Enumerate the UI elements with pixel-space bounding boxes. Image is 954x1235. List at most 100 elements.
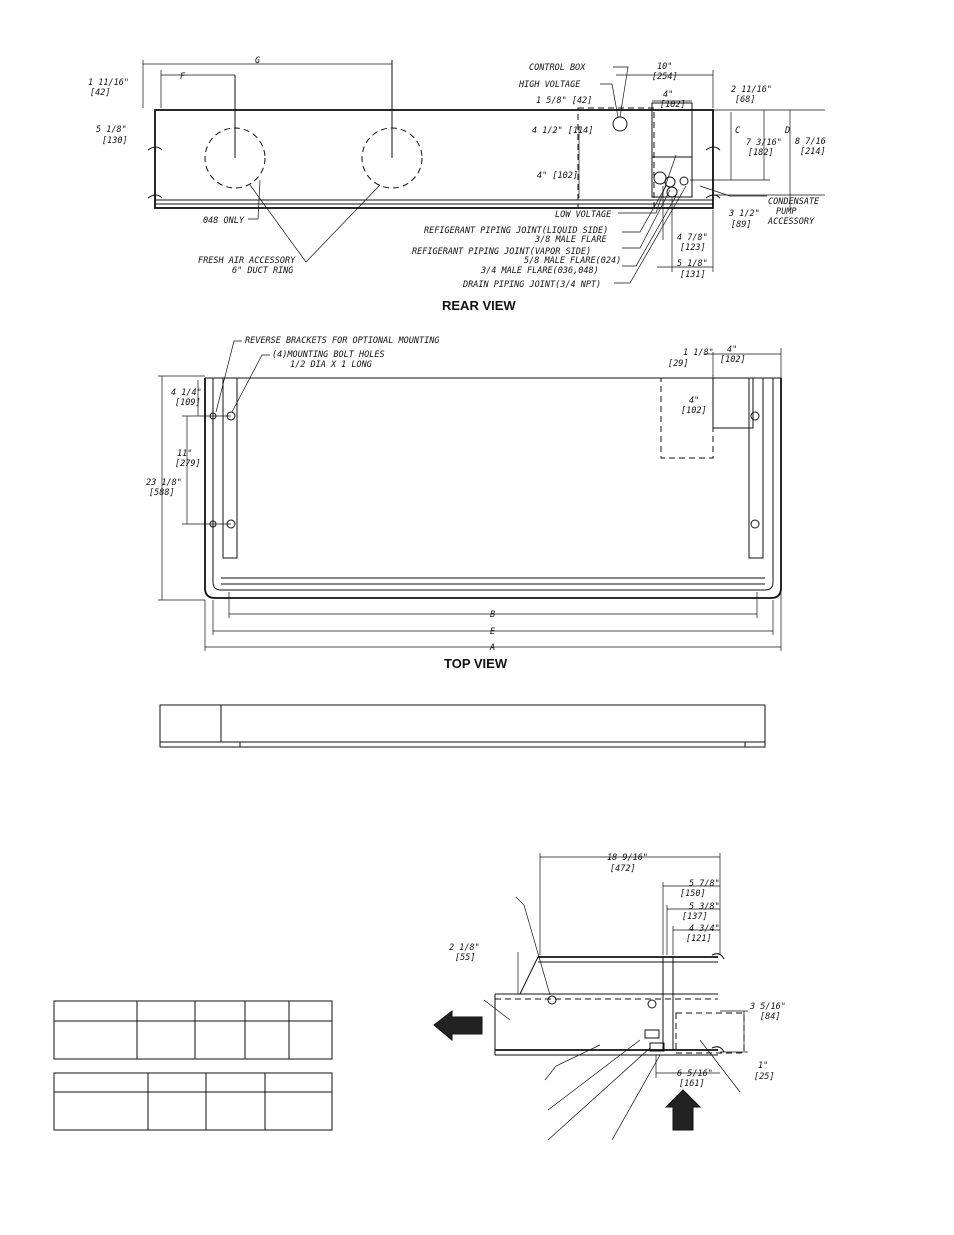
dim-5-1-8: 5 1/8" [96,125,127,135]
airflow-left-arrow [433,1009,483,1042]
dim-c: C [735,126,741,136]
callout-condensate-3: ACCESSORY [767,217,815,227]
dim-8-7-16: 8 7/16 [795,137,826,147]
dim-123: [123] [680,243,706,253]
control-box-outline [577,107,655,209]
dim-2-1-8: 2 1/8" [449,943,480,953]
dim-4-3-4: 4 3/4" [689,924,720,934]
dim-279: [279] [175,459,201,469]
right-mounting-bracket [748,377,764,559]
callout-control-box: CONTROL BOX [529,63,586,73]
callout-condensate-1: CONDENSATE [768,197,820,207]
dim-5-3-8: 5 3/8" [689,902,720,912]
callout-reverse-brackets: REVERSE BRACKETS FOR OPTIONAL MOUNTING [245,336,439,346]
dim-7-3-16: 7 3/16" [746,138,782,148]
dim-182: [182] [748,148,774,158]
dim-102: [102] [660,100,686,110]
dim-84: [84] [760,1012,780,1022]
callout-vapor-3: 3/4 MALE FLARE(036,048) [480,266,599,276]
top-view-body [204,378,782,599]
dim-150: [150] [680,889,706,899]
small-table-2 [53,1072,333,1131]
dim-10: 10" [657,62,672,72]
callout-048-only: 048 ONLY [203,216,245,226]
dim-4-102: 4" [102] [537,171,578,181]
drain-joint [679,176,689,186]
rear-view: G F 1 11/16" [42] 5 1/8" [130] 10" [254]… [88,56,826,313]
dim-130: [130] [102,136,128,146]
dim-102-inner: [102] [681,406,707,416]
dim-4-inner: 4" [689,396,699,406]
dim-4-top: 4" [727,345,737,355]
side-control-box [675,1012,745,1054]
airflow-up-arrow [664,1089,702,1131]
bolt-hole [750,519,760,529]
dim-11: 11" [177,449,192,459]
dim-18-9-16: 18 9/16" [607,853,648,863]
dim-4-7-8: 4 7/8" [677,233,708,243]
dim-68: [68] [735,95,755,105]
dim-23-1-8: 23 1/8" [146,478,182,488]
rear-view-title: REAR VIEW [442,298,516,313]
rear-view-body [154,109,714,209]
dim-254: [254] [652,72,678,82]
dim-1: 1" [758,1061,768,1071]
dim-3-1-2: 3 1/2" [728,209,760,219]
dim-f: F [180,72,186,82]
dim-121: [121] [686,934,712,944]
side-view: 18 9/16" [472] 5 7/8" [150] 5 3/8" [137]… [433,853,786,1141]
dim-472: [472] [610,864,636,874]
callout-high-voltage: HIGH VOLTAGE [518,80,581,90]
dim-e: E [490,627,496,637]
dim-4-1-2: 4 1/2" [114] [532,126,593,136]
dim-a: A [489,643,495,653]
small-table-1 [53,1000,333,1060]
callout-bolt-holes-1: (4)MOUNTING BOLT HOLES [272,350,385,360]
dim-109: [109] [175,398,201,408]
dim-d: D [784,126,790,136]
top-view: REVERSE BRACKETS FOR OPTIONAL MOUNTING (… [146,336,782,671]
dim-5-7-8: 5 7/8" [689,879,720,889]
callout-fresh-air-2: 6" DUCT RING [232,266,293,276]
dim-1-1-8: 1 1/8" [683,348,714,358]
vapor-joint [666,186,678,198]
callout-vapor-2: 5/8 MALE FLARE(024) [524,256,621,266]
top-view-title: TOP VIEW [444,656,508,671]
dim-89: [89] [731,220,751,230]
dim-b: B [490,610,495,620]
dim-3-5-16: 3 5/16" [749,1002,786,1012]
dim-4-1-4: 4 1/4" [171,388,202,398]
dim-4: 4" [663,90,673,100]
callout-drain: DRAIN PIPING JOINT(3/4 NPT) [462,280,601,290]
dim-161: [161] [679,1079,705,1089]
dim-5-1-8-b: 5 1/8" [677,259,708,269]
dim-g: G [255,56,260,66]
dim-25: [25] [754,1072,774,1082]
callout-liquid-1: REFIGERANT PIPING JOINT(LIQUID SIDE) [424,226,608,236]
dim-131: [131] [680,270,706,280]
dim-2-11-16: 2 11/16" [731,85,772,95]
top-control-box-outline [660,377,714,459]
bolt-hole [750,411,760,421]
callout-liquid-2: 3/8 MALE FLARE [534,235,608,245]
dim-214: [214] [800,147,826,157]
dim-588: [588] [149,488,175,498]
callout-vapor-1: REFIGERANT PIPING JOINT(VAPOR SIDE) [412,247,591,257]
dim-137: [137] [682,912,708,922]
dim-42: [42] [90,88,110,98]
low-voltage-knockout [653,171,667,185]
callout-condensate-2: PUMP [776,207,796,217]
callout-low-voltage: LOW VOLTAGE [555,210,612,220]
dim-1-5-8: 1 5/8" [42] [536,96,592,106]
dim-55: [55] [455,953,475,963]
dim-102-top: [102] [720,355,746,365]
left-mounting-bracket [222,377,238,559]
high-voltage-knockout [612,116,628,132]
dimension-table [159,704,766,748]
dim-1-11-16: 1 11/16" [88,78,129,88]
dim-6-5-16: 6 5/16" [677,1069,713,1079]
callout-bolt-holes-2: 1/2 DIA X 1 LONG [290,360,372,370]
callout-fresh-air-1: FRESH AIR ACCESSORY [198,256,296,266]
dim-29: [29] [668,359,688,369]
